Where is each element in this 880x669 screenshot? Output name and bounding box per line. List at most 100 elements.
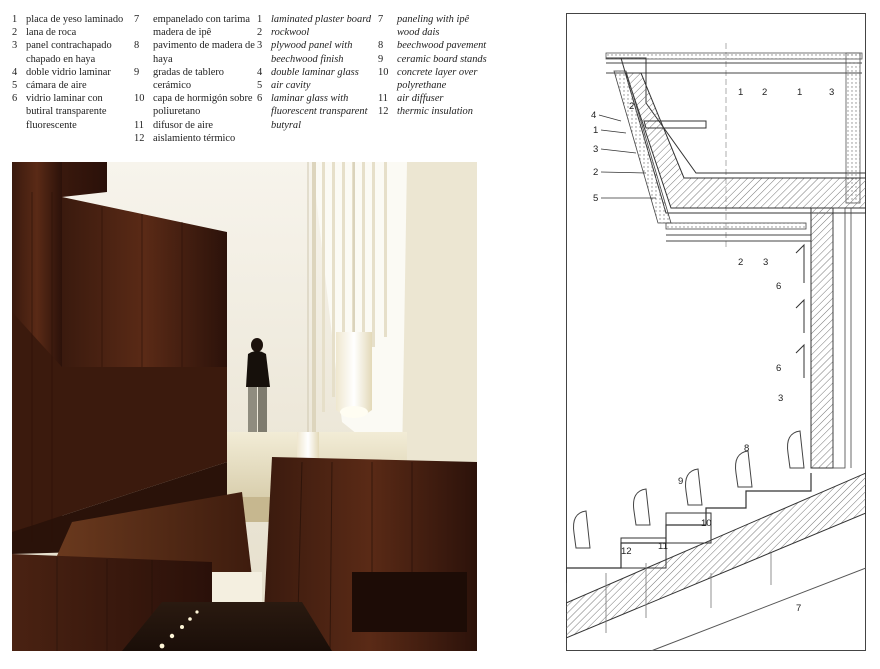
legend-number: 8 [134,40,140,52]
callout-seat-11: 11 [658,541,668,552]
wood-box-upper [62,197,227,367]
callout-left-2b: 2 [593,167,598,178]
hangers [605,553,772,633]
legend-text: lana de roca [26,27,77,39]
legend-number: 7 [134,14,140,25]
upper-slab-hatch [625,72,866,209]
callout-top-2: 2 [762,87,767,98]
legend-number: 3 [12,40,18,52]
person-figure [246,338,270,432]
callout-mid-3: 3 [763,257,768,268]
legend-item: 10 concrete layer over polyrethane [378,66,488,92]
legend-text: gradas de tablero cerámico [153,66,224,92]
stepped-slab [566,472,866,639]
legend-item: 11 air diffuser [378,92,488,105]
callout-seat-10: 10 [701,518,712,529]
legend-number: 9 [134,66,140,78]
legend-text: thermic insulation [397,106,473,118]
legend-text: difusor de aire [153,119,214,131]
interior-photo-drawing [12,162,477,651]
legend-item: 4 double laminar glass [257,66,375,79]
legend-number: 2 [257,27,263,39]
legend-item: 1 laminated plaster board [257,13,375,26]
legend-english-col1: 1 laminated plaster board 2 rockwool 3 plyw… [257,13,375,132]
legend-item: 4 doble vidrio laminar [12,66,132,79]
legend-item: 9 gradas de tablero cerámico [134,66,256,92]
callout-wall-6b: 6 [776,363,781,374]
callout-mid-2: 2 [738,257,743,268]
legend-text: pavimento de madera de haya [153,40,255,65]
ceiling-soffit [52,492,252,577]
section-drawing-svg: 1 2 1 3 2 4 1 3 2 5 2 3 6 6 3 8 9 10 12 … [566,13,866,651]
legend-item: 10 capa de hormigón sobre poliuretano [134,92,256,118]
ceiling-soffit [665,222,811,242]
callout-bottom-7: 7 [796,603,801,614]
legend-number: 9 [378,53,384,65]
legend-text: plywood panel with beechwood finish [271,40,353,65]
legend-text: air cavity [271,80,311,92]
callout-wall-3: 3 [778,393,783,404]
callout-top-3: 3 [829,87,834,98]
callout-left-3: 3 [593,144,598,155]
legend-text: double laminar glass [271,66,359,78]
right-wall-shade [402,162,477,492]
legend-item: 2 rockwool [257,26,375,39]
legend-number: 4 [12,66,18,78]
glass-fins [795,243,805,378]
corridor-end-light [212,572,262,602]
pendant-lamp-large [336,162,372,418]
callout-wall-6a: 6 [776,281,781,292]
legend-number: 4 [257,66,263,78]
legend-text: empanelado con tarima madera de ipê [153,14,250,39]
callout-seat-9: 9 [678,476,683,487]
legend-item: 7 empanelado con tarima madera de ipê [134,13,256,39]
section-callouts: 1 2 1 3 2 4 1 3 2 5 2 3 6 6 3 8 9 10 12 … [591,87,834,614]
wood-grain-lines [31,192,183,542]
legend-text: concrete layer over polyrethane [397,66,478,92]
legend-number: 11 [378,93,389,105]
legend-item: 6 vidrio laminar con butiral transparente… [12,92,132,132]
legend-number: 11 [134,119,145,131]
legend-item: 2 lana de roca [12,26,132,39]
ceiling-assembly [605,52,863,204]
legend-number: 8 [378,40,384,52]
corridor-floor [122,602,332,651]
legend-number: 7 [378,14,384,25]
legend-text: air diffuser [397,93,444,105]
legend-number: 3 [257,40,263,52]
legend-number: 10 [378,66,389,78]
callout-seat-8: 8 [744,443,749,454]
callout-left-4: 4 [591,110,596,121]
interior-photo [12,162,477,651]
legend-text: laminar glass with fluorescent transpare… [271,93,368,131]
legend-number: 6 [12,93,18,105]
wood-box-lower [12,312,227,532]
wall-niche [352,572,467,632]
legend-text: vidrio laminar con butiral transparente … [26,93,107,131]
legend-item: 11 difusor de aire [134,119,256,132]
legend-item: 3 plywood panel with beechwood finish [257,39,375,65]
legend-number: 2 [12,27,18,39]
callout-top-1a: 1 [738,87,743,98]
legend-number: 1 [257,14,263,25]
legend-item: 7 paneling with ipê wood dais [378,13,488,39]
legend-text: rockwool [271,27,310,39]
legend-text: capa de hormigón sobre poliuretano [153,93,253,118]
legend-number: 5 [257,80,263,92]
legend-text: laminated plaster board [271,14,372,25]
legend-text: aislamiento térmico [153,132,236,144]
legend-number: 10 [134,93,145,105]
legend-text: paneling with ipê wood dais [397,14,470,39]
legend-item: 12 aislamiento térmico [134,132,256,145]
legend-spanish-col2: 7 empanelado con tarima madera de ipê 8 pa… [134,13,256,145]
seats [573,430,805,549]
legend-number: 12 [134,132,145,144]
legend-text: doble vidrio laminar [26,66,111,78]
